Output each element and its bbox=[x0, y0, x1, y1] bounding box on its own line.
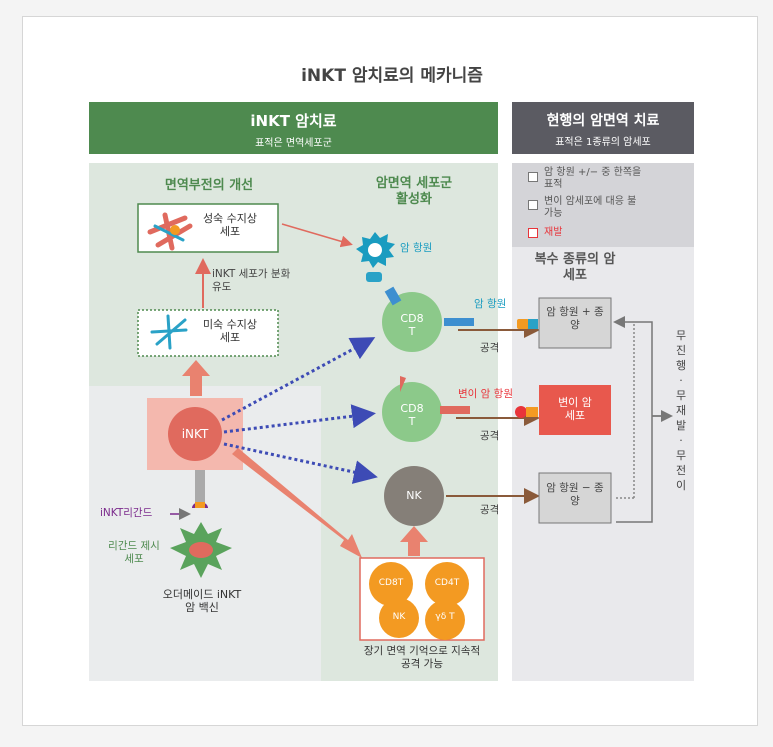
various-cancer-label: 복수 종류의 암세포 bbox=[534, 252, 616, 283]
presenting-cell-label: 리간드 제시세포 bbox=[108, 540, 160, 565]
cd8-2-top-arrow bbox=[400, 376, 406, 392]
vertical-char: 행 bbox=[675, 359, 687, 372]
vertical-char: 무 bbox=[675, 389, 687, 402]
mutant-antigen-marker-b bbox=[526, 407, 538, 417]
tumor-plus-box bbox=[538, 297, 612, 349]
right-header-title: 현행의 암면역 치료 bbox=[546, 113, 660, 129]
memory-cd8-label: CD8T bbox=[378, 578, 404, 588]
cd8-1-receptor-right bbox=[444, 318, 474, 326]
check-box-2 bbox=[528, 200, 538, 210]
vertical-result-text: 무 진 행 · 무 재 발 · 무 전 이 bbox=[674, 328, 688, 493]
check-item-1: 암 항원 +/− 중 한쪽을 표적 bbox=[544, 167, 642, 190]
antigen-marker-1b bbox=[528, 319, 538, 329]
inkt-label: iNKT bbox=[181, 427, 209, 441]
nk-label: NK bbox=[406, 489, 422, 502]
nk-cell bbox=[384, 466, 444, 526]
immature-dc-box bbox=[137, 309, 279, 357]
vertical-char: 재 bbox=[675, 404, 687, 417]
immature-dc-icon bbox=[150, 314, 188, 350]
vertical-char: 발 bbox=[675, 419, 687, 432]
vertical-char: 진 bbox=[675, 344, 687, 357]
vertical-char: 무 bbox=[675, 329, 687, 342]
antigen-icon bbox=[356, 232, 395, 282]
check-item-2: 변이 암세포에 대응 불가능 bbox=[544, 196, 637, 219]
presenting-cell-icon bbox=[170, 522, 232, 578]
memory-cd8-cell bbox=[369, 562, 413, 606]
cd8-2-label: CD8 T bbox=[400, 402, 424, 429]
antigen-label: 암 항원 bbox=[400, 242, 433, 254]
antigen-label-2: 암 항원 bbox=[474, 298, 507, 310]
mutant-antigen-marker bbox=[515, 406, 527, 418]
inkt-to-cd8-2-arrow bbox=[223, 404, 376, 434]
differentiation-label: iNKT 세포가 분화 유도 bbox=[212, 268, 291, 293]
mature-dc-icon bbox=[147, 212, 193, 251]
cd8-1-label: CD8 T bbox=[400, 312, 424, 339]
attack-label-2: 공격 bbox=[480, 430, 500, 442]
receptor-cap bbox=[195, 502, 205, 508]
cd8-1-receptor-top bbox=[384, 286, 402, 306]
memory-gd-cell bbox=[425, 600, 465, 640]
memory-cd4-cell bbox=[425, 562, 469, 606]
check-box-3 bbox=[528, 228, 538, 238]
antigen-marker-1 bbox=[517, 319, 529, 329]
figure-title: iNKT 암치료의 메카니즘 bbox=[301, 66, 483, 86]
tumor-plus-label: 암 항원 + 종양 bbox=[546, 306, 604, 331]
vaccine-label: 오더메이드 iNKT 암 백신 bbox=[162, 588, 242, 615]
ligand-label: iNKT리간드 bbox=[100, 507, 153, 519]
memory-gd-label: γδ T bbox=[435, 612, 455, 622]
mature-dc-label: 성숙 수지상세포 bbox=[202, 212, 258, 239]
left-header-subtitle: 표적은 면역세포군 bbox=[255, 138, 332, 149]
vertical-char: 이 bbox=[675, 479, 687, 492]
inkt-up-arrow bbox=[182, 360, 210, 396]
right-header-subtitle: 표적은 1종류의 암세포 bbox=[555, 137, 651, 148]
memory-label: 장기 면역 기억으로 지속적 공격 가능 bbox=[363, 645, 481, 670]
attack-label-3: 공격 bbox=[480, 504, 500, 516]
memory-nk-cell bbox=[379, 598, 419, 638]
inkt-cell bbox=[168, 407, 222, 461]
check-box-1 bbox=[528, 172, 538, 182]
right-header: 현행의 암면역 치료 표적은 1종류의 암세포 bbox=[512, 102, 694, 154]
attack-label-1: 공격 bbox=[480, 342, 500, 354]
vertical-char: · bbox=[679, 434, 683, 447]
right-bracket bbox=[616, 321, 668, 523]
left-section-title: 면역부전의 개선 bbox=[164, 178, 254, 193]
memory-cd4-label: CD4T bbox=[434, 578, 460, 588]
memory-nk-label: NK bbox=[392, 612, 406, 622]
cd8-cell-2 bbox=[382, 382, 442, 442]
left-header: iNKT 암치료 표적은 면역세포군 bbox=[89, 102, 498, 154]
mutant-cell-label: 변이 암세포 bbox=[558, 396, 592, 423]
inkt-to-memory-arrow bbox=[232, 448, 362, 558]
tumor-minus-label: 암 항원 − 종양 bbox=[546, 482, 604, 507]
mutant-cell-box bbox=[539, 385, 611, 435]
immature-dc-label: 미숙 수지상세포 bbox=[202, 318, 258, 345]
check-item-3: 재발 bbox=[544, 227, 563, 238]
cd8-2-receptor bbox=[440, 406, 470, 414]
inkt-to-cd8-1-arrow bbox=[221, 337, 376, 422]
inkt-to-nk-arrow bbox=[223, 442, 378, 484]
tumor-minus-box bbox=[538, 472, 612, 524]
right-check-bg bbox=[512, 163, 694, 247]
vertical-char: 전 bbox=[675, 464, 687, 477]
cd8-cell-1 bbox=[382, 292, 442, 352]
memory-up-arrow bbox=[400, 526, 428, 556]
vertical-char: 무 bbox=[675, 449, 687, 462]
middle-section-title: 암면역 세포군 활성화 bbox=[375, 176, 453, 207]
inkt-stalk bbox=[195, 470, 205, 508]
left-header-title: iNKT 암치료 bbox=[250, 112, 337, 130]
vertical-char: · bbox=[679, 374, 683, 387]
dc-to-antigen-arrow bbox=[281, 223, 353, 248]
mutant-antigen-label: 변이 암 항원 bbox=[458, 388, 513, 400]
